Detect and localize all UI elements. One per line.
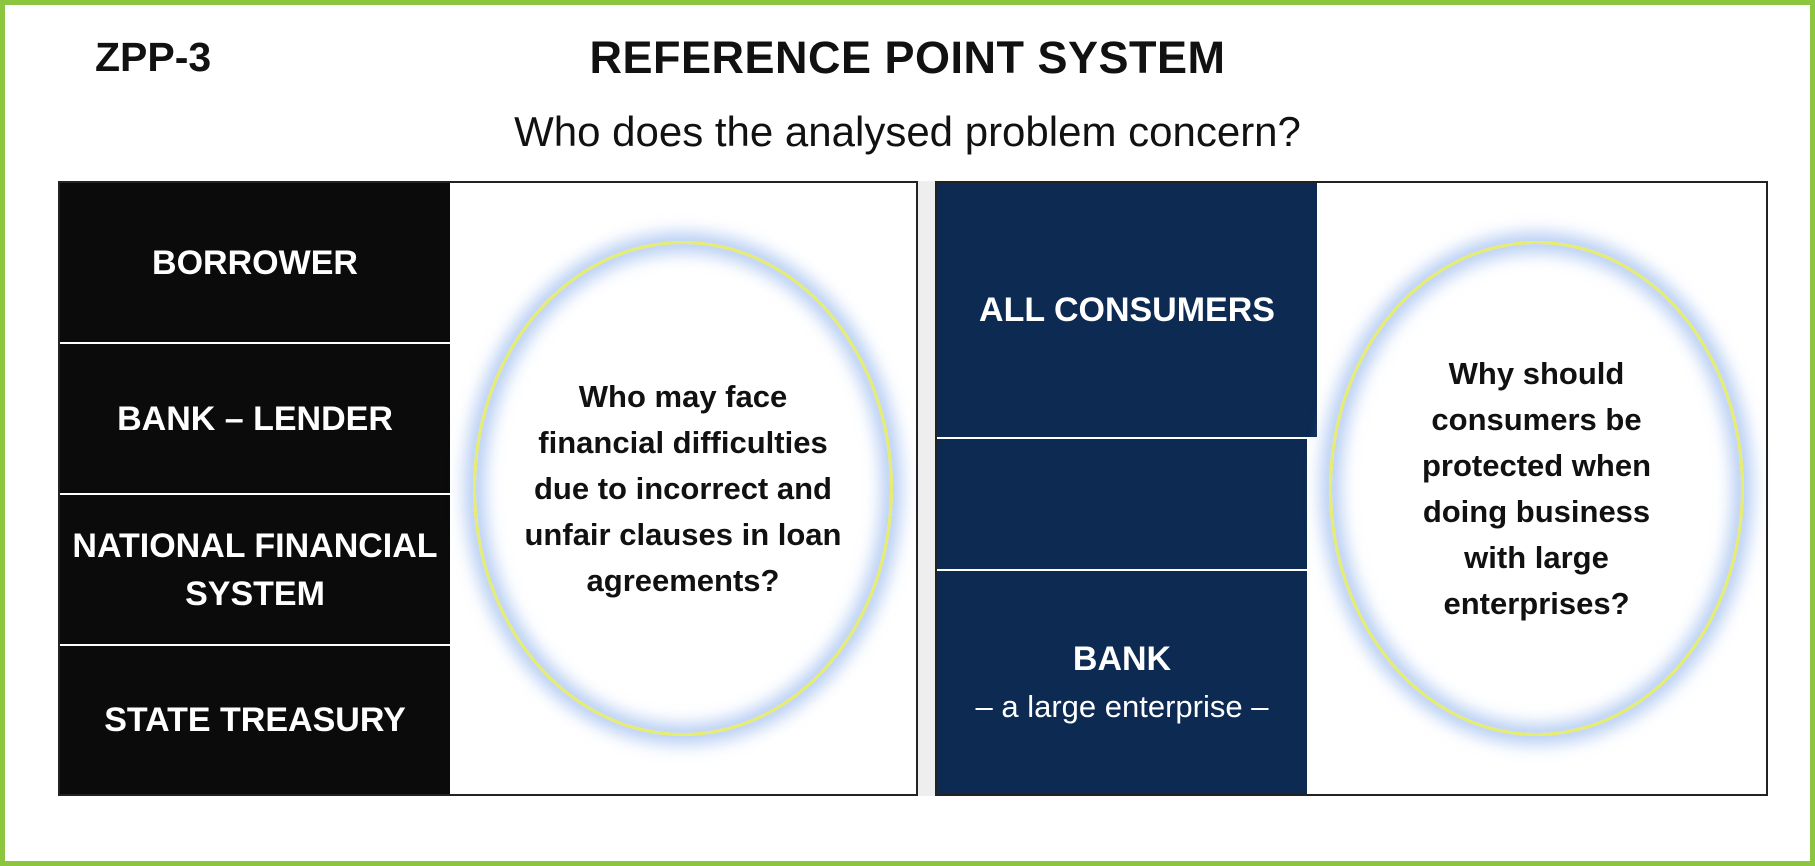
diagram-subtitle: Who does the analysed problem concern? xyxy=(514,108,1301,155)
left-question-area: Who may face financial difficulties due … xyxy=(450,183,916,794)
bank-sublabel: – a large enterprise – xyxy=(975,688,1269,724)
right-question-ellipse: Why should consumers be protected when d… xyxy=(1329,241,1744,736)
stakeholder-state-treasury: STATE TREASURY xyxy=(60,644,450,794)
right-question-text: Why should consumers be protected when d… xyxy=(1421,355,1652,621)
stakeholder-bank-enterprise: BANK – a large enterprise – xyxy=(937,569,1307,794)
left-panel: BORROWER BANK – LENDER NATIONAL FINANCIA… xyxy=(58,181,918,796)
panel-divider xyxy=(918,181,935,796)
stakeholder-bank-lender: BANK – LENDER xyxy=(60,342,450,493)
stakeholder-borrower: BORROWER xyxy=(60,183,450,342)
right-stakeholder-column: ALL CONSUMERS BANK – a large enterprise … xyxy=(937,183,1317,794)
stakeholder-empty-middle xyxy=(937,437,1307,569)
stakeholder-all-consumers: ALL CONSUMERS xyxy=(937,183,1317,437)
stakeholder-national-financial-system: NATIONAL FINANCIAL SYSTEM xyxy=(60,493,450,644)
diagram-code: ZPP-3 xyxy=(95,34,212,80)
right-question-area: Why should consumers be protected when d… xyxy=(1307,183,1766,794)
left-stakeholder-column: BORROWER BANK – LENDER NATIONAL FINANCIA… xyxy=(60,183,450,794)
left-question-ellipse: Who may face financial difficulties due … xyxy=(473,241,893,736)
left-question-text: Who may face financial difficulties due … xyxy=(524,378,842,598)
bank-label: BANK xyxy=(1072,639,1172,678)
diagram-title: REFERENCE POINT SYSTEM xyxy=(589,32,1226,83)
right-panel: ALL CONSUMERS BANK – a large enterprise … xyxy=(935,181,1768,796)
